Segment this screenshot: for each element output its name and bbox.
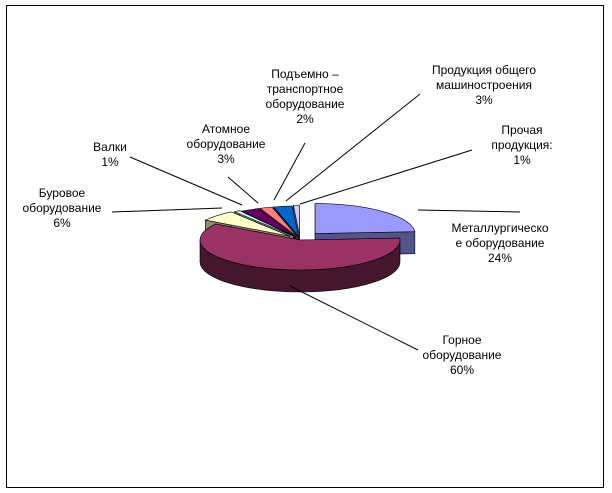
- leader-line-6: [273, 142, 306, 201]
- leader-line-7: [285, 93, 421, 202]
- leader-line-5: [227, 176, 259, 204]
- pie-slice-2: [199, 223, 401, 293]
- leader-line-4: [129, 156, 243, 206]
- leader-line-1: [417, 209, 521, 213]
- leader-line-3: [111, 207, 223, 213]
- leader-line-8: [299, 149, 473, 205]
- leader-line-2: [289, 285, 419, 351]
